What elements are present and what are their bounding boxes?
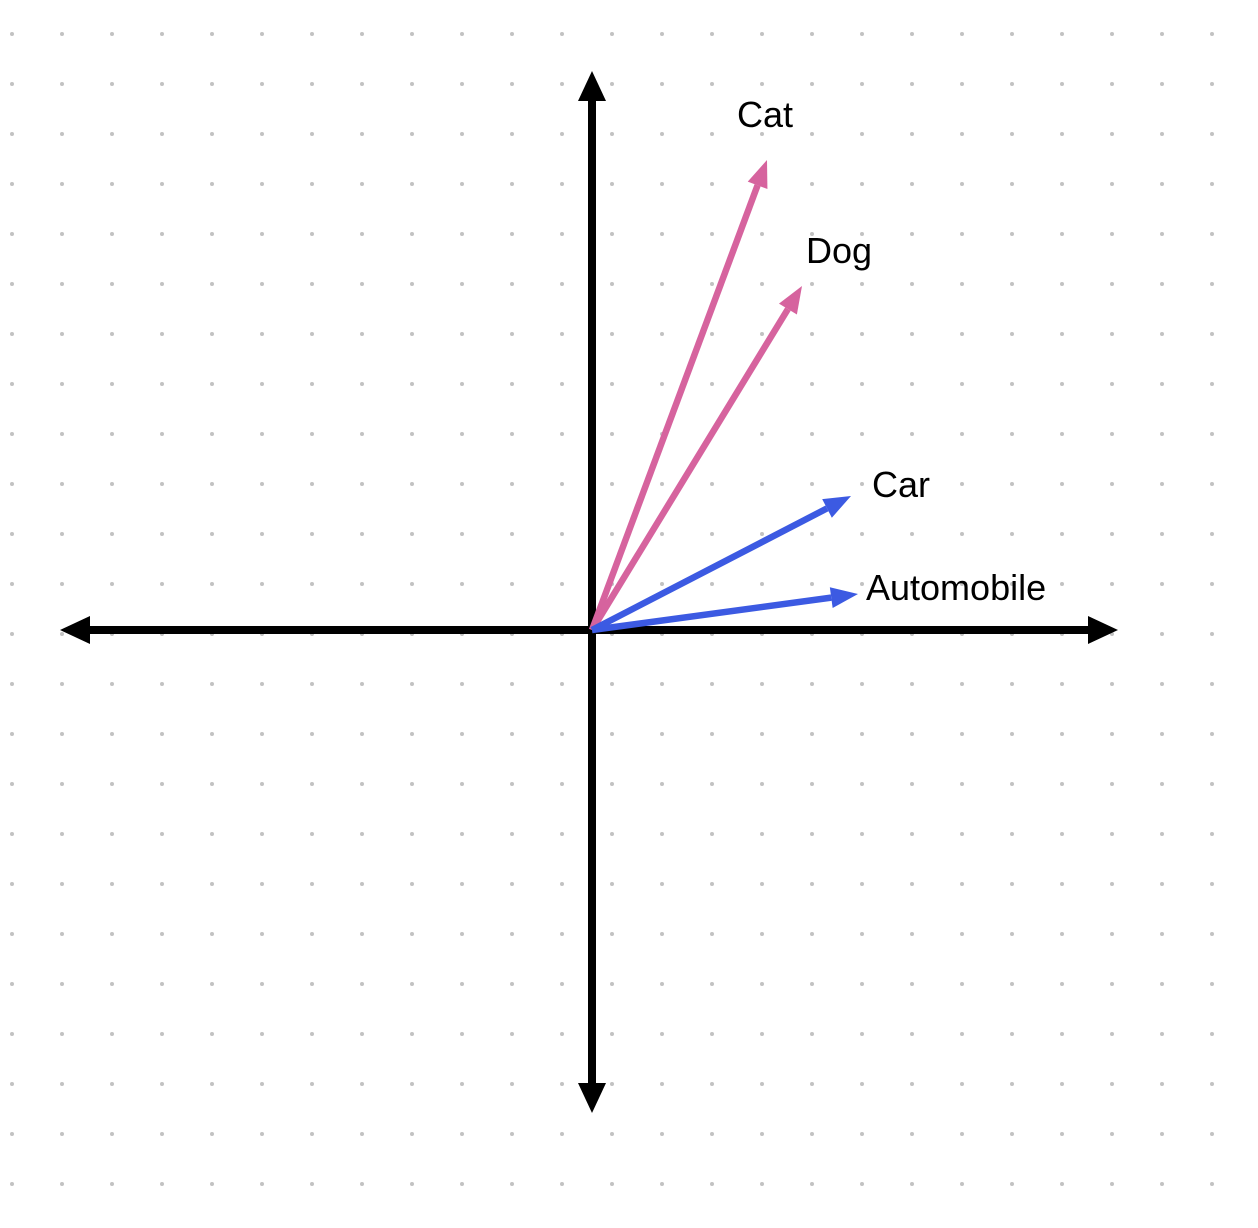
vector-automobile xyxy=(591,587,858,634)
vectors xyxy=(588,160,858,634)
vector-dog xyxy=(589,286,802,632)
y-axis xyxy=(578,71,606,1113)
vector-car xyxy=(590,496,851,633)
axes xyxy=(60,71,1118,1113)
vector-cat xyxy=(588,160,768,632)
